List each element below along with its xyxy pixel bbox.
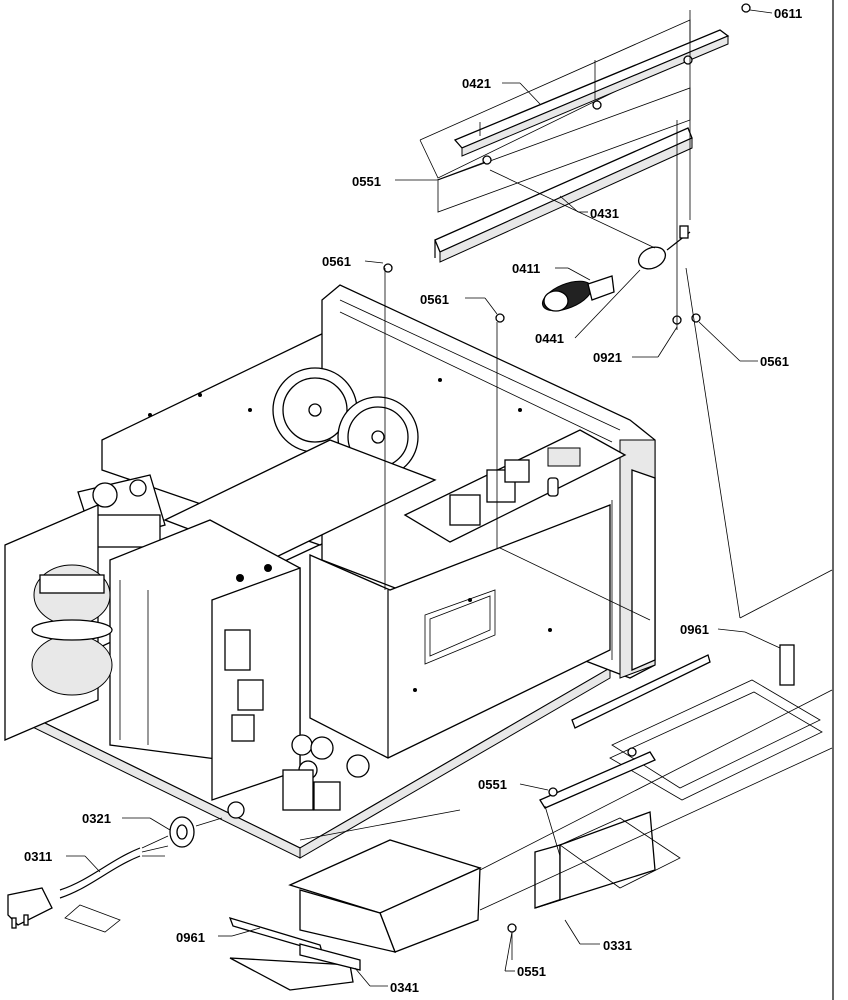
top-rail-assembly bbox=[383, 3, 833, 619]
callout-0561-center: 0561 bbox=[322, 254, 351, 269]
callout-0961-left: 0961 bbox=[176, 930, 205, 945]
callout-0561-right: 0561 bbox=[760, 354, 789, 369]
callout-0441: 0441 bbox=[535, 331, 564, 346]
microwave-chassis bbox=[4, 268, 656, 859]
callouts: 0611 0421 0551 0431 0561 0411 0561 0441 … bbox=[24, 6, 802, 995]
callout-0551-right: 0551 bbox=[478, 777, 507, 792]
callout-0321: 0321 bbox=[82, 811, 111, 826]
bottom-parts bbox=[7, 644, 833, 991]
callout-0411: 0411 bbox=[512, 261, 540, 276]
callout-0421: 0421 bbox=[462, 76, 491, 91]
callout-0331: 0331 bbox=[603, 938, 632, 953]
callout-0311: 0311 bbox=[24, 849, 52, 864]
callout-0551-bottom: 0551 bbox=[517, 964, 546, 979]
callout-0551-top: 0551 bbox=[352, 174, 381, 189]
callout-0961-right: 0961 bbox=[680, 622, 709, 637]
callout-0611: 0611 bbox=[774, 6, 802, 21]
callout-0561-board: 0561 bbox=[420, 292, 449, 307]
callout-0341: 0341 bbox=[390, 980, 419, 995]
callout-0921: 0921 bbox=[593, 350, 622, 365]
callout-0431: 0431 bbox=[590, 206, 619, 221]
